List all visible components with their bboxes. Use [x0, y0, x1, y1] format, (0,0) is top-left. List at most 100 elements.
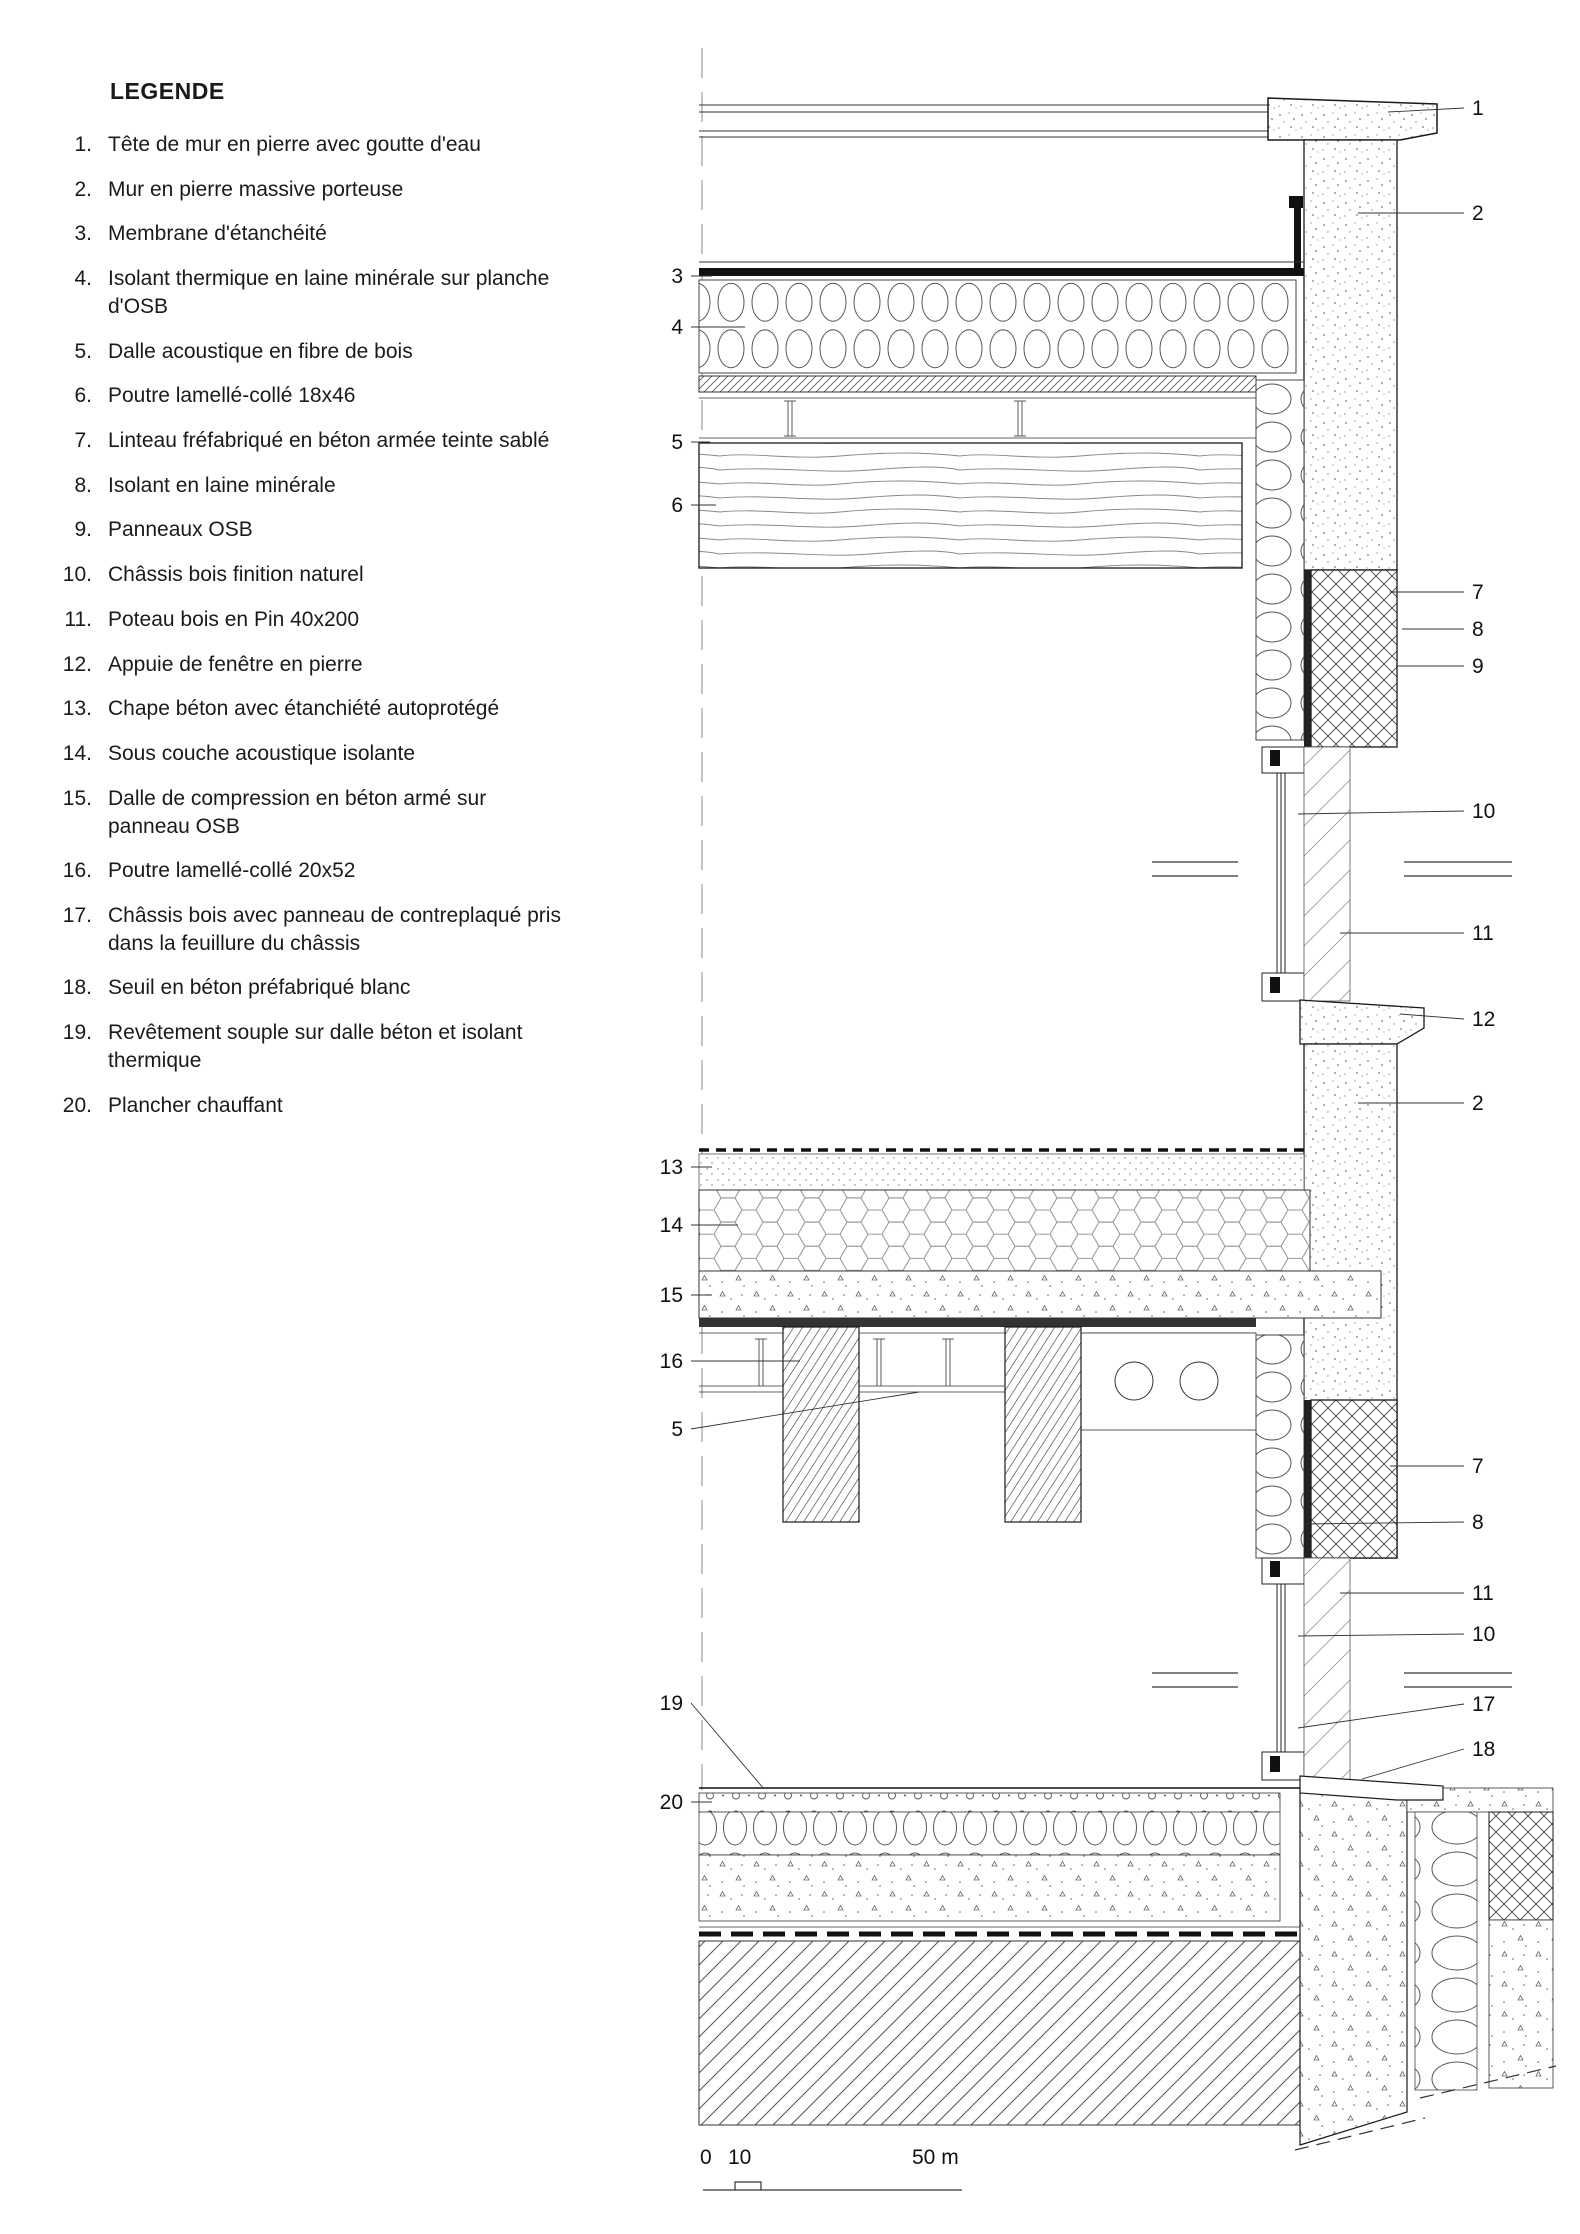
callout-leader: [1361, 1748, 1465, 1780]
legend-item-text: Dalle de compression en béton armé sur p…: [108, 786, 487, 838]
callout-label: 14: [660, 1214, 684, 1237]
legend-item-text: Mur en pierre massive porteuse: [108, 177, 404, 201]
lintel-lower: [1310, 1399, 1398, 1559]
callout-leader: [1399, 1013, 1465, 1020]
wall-insulation-upper: [1255, 379, 1305, 741]
parapet-membrane: [1289, 196, 1303, 271]
legend-item-text: Isolant en laine minérale: [108, 473, 336, 497]
legend-item-number: 19.: [62, 1021, 92, 1045]
callout-leader: [1303, 1521, 1465, 1525]
legend-item: 11. Poteau bois en Pin 40x200: [52, 606, 652, 634]
callout-label: 2: [1472, 1092, 1484, 1115]
callout-label: 6: [671, 494, 683, 517]
legend-item-text: Plancher chauffant: [108, 1093, 283, 1117]
callout-leader: [1297, 1633, 1465, 1637]
floor-insulation: [698, 1811, 1281, 1856]
wall-insulation-lower: [1255, 1334, 1305, 1559]
callout-leader: [1387, 107, 1465, 113]
callout-label: 18: [1472, 1738, 1495, 1761]
roof-lines: [699, 104, 1304, 138]
callout-label: 10: [1472, 1623, 1495, 1646]
legend-item-number: 12.: [62, 652, 92, 676]
callout-label: 11: [1472, 1582, 1494, 1605]
callout-label: 3: [671, 265, 683, 288]
callout-label: 20: [660, 1791, 683, 1814]
legend-item: 15. Dalle de compression en béton armé su…: [52, 785, 652, 840]
scale-ten-label: 10: [728, 2146, 751, 2169]
legend-item-number: 7.: [74, 429, 92, 453]
legend-item: 6.Poutre lamellé-collé 18x46: [52, 382, 652, 410]
legend-item: 19. Revêtement souple sur dalle béton et …: [52, 1019, 652, 1074]
callout-leader: [690, 1702, 765, 1790]
legend-item-text: Châssis bois avec panneau de contreplaqu…: [108, 903, 561, 955]
legend-item: 2. Mur en pierre massive porteuse: [52, 176, 652, 204]
callout-label: 8: [1472, 618, 1484, 641]
perimeter-insulation: [1414, 1811, 1478, 2091]
legend-item-text: Seuil en béton préfabriqué blanc: [108, 976, 411, 1000]
wood-post-lower: [1303, 1557, 1351, 1783]
legend-item-text: Appuie de fenêtre en pierre: [108, 652, 363, 676]
legend-item: 14. Sous couche acoustique isolante: [52, 740, 652, 768]
legend-item-text: Chape béton avec étanchiété autoprotégé: [108, 697, 500, 721]
legend-item-text: Membrane d'étanchéité: [108, 222, 327, 246]
legend-item: 1.Tête de mur en pierre avec goutte d'ea…: [52, 131, 652, 159]
legend-item-number: 20.: [62, 1093, 92, 1117]
window-upper: [1261, 746, 1305, 1002]
callout-label: 15: [660, 1284, 683, 1307]
legend-item-text: Revêtement souple sur dalle béton et iso…: [108, 1021, 523, 1072]
scale-bar: 0 10 50 m: [700, 2146, 962, 2191]
legend-item-text: Sous couche acoustique isolante: [108, 742, 416, 766]
scale-zero-label: 0: [700, 2146, 712, 2169]
floor-heating: [698, 1792, 1281, 1813]
lintel-upper: [1310, 569, 1398, 748]
legend-item-number: 16.: [62, 859, 92, 883]
callout-label: 1: [1472, 97, 1484, 120]
floor-slab: [698, 1854, 1281, 1922]
exterior-lintel-block: [1488, 1811, 1554, 1921]
legend-item: 17. Châssis bois avec panneau de contrepl…: [52, 902, 652, 957]
stone-wall-cap: [1267, 97, 1438, 141]
foundation-hatch: [698, 1940, 1311, 2126]
legend: LEGENDE 1.Tête de mur en pierre avec gou…: [52, 78, 652, 1136]
legend-item: 7. Linteau fréfabriqué en béton armée tei…: [52, 427, 652, 455]
callout-label: 7: [1472, 1455, 1484, 1478]
legend-item-text: Linteau fréfabriqué en béton armée teint…: [108, 429, 550, 453]
legend-item: 8. Isolant en laine minérale: [52, 472, 652, 500]
legend-item-number: 2.: [74, 177, 92, 201]
legend-item-number: 5.: [74, 339, 92, 363]
legend-item-text: Poteau bois en Pin 40x200: [108, 607, 360, 631]
wood-post-upper: [1303, 746, 1351, 1002]
roof-insulation: [698, 279, 1297, 374]
legend-item-number: 11.: [64, 607, 92, 631]
glulam-beam: [698, 442, 1243, 569]
callout-label: 4: [671, 316, 683, 339]
legend-item-number: 3.: [74, 222, 92, 246]
callout-label: 5: [671, 1418, 683, 1441]
legend-item-number: 15.: [62, 786, 92, 810]
legend-item: 10.Châssis bois finition naturel: [52, 561, 652, 589]
callout-label: 8: [1472, 1511, 1484, 1534]
legend-item-text: Isolant thermique en laine minérale sur …: [108, 267, 550, 318]
ceiling-beams: [782, 1326, 1082, 1523]
acoustic-slab: [698, 375, 1257, 393]
legend-item-number: 4.: [74, 267, 92, 291]
legend-item-number: 14.: [62, 742, 92, 766]
callout-leader: [1297, 810, 1465, 815]
legend-item-number: 8.: [74, 473, 92, 497]
legend-item-text: Tête de mur en pierre avec goutte d'eau: [108, 133, 481, 156]
ground-floor: [698, 1787, 1311, 2126]
legend-item-text: Poutre lamellé-collé 20x52: [108, 859, 356, 883]
callout-leader: [1297, 1703, 1465, 1729]
callout-label: 16: [660, 1350, 683, 1373]
legend-item-number: 17.: [62, 903, 92, 927]
foundation-wall: [1299, 1787, 1408, 2146]
callout-label: 13: [660, 1156, 683, 1179]
legend-item-number: 13.: [62, 697, 92, 721]
legend-item-text: Châssis bois finition naturel: [108, 563, 364, 587]
legend-item: 16. Poutre lamellé-collé 20x52: [52, 857, 652, 885]
legend-item: 5.Dalle acoustique en fibre de bois: [52, 338, 652, 366]
legend-title: LEGENDE: [110, 78, 225, 104]
window-lower: [1261, 1557, 1305, 1781]
